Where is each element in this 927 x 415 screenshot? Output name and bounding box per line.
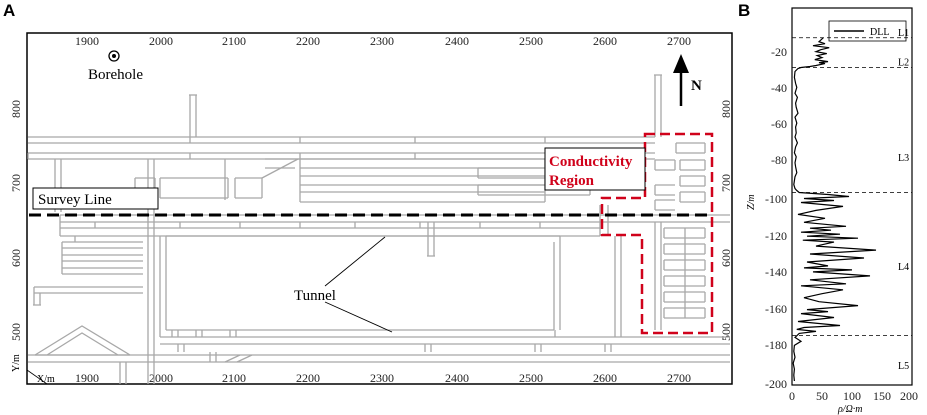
x-tick-1900-top: 1900 bbox=[75, 34, 99, 48]
y-tick-700-left: 700 bbox=[9, 174, 23, 192]
x-tick-2400-top: 2400 bbox=[445, 34, 469, 48]
dll-series-line bbox=[792, 37, 877, 382]
y-tick-800-left: 800 bbox=[9, 100, 23, 118]
log-y-axis-label: Z/m bbox=[746, 194, 757, 210]
corner-divider bbox=[26, 369, 48, 385]
layer-label-l2: L2 bbox=[898, 58, 909, 69]
log-y-tick: -60 bbox=[771, 117, 787, 131]
north-label: N bbox=[691, 78, 702, 94]
map-x-ticks: 1900 2000 2100 2200 2300 2400 2500 2600 … bbox=[75, 34, 691, 385]
log-y-tick: -80 bbox=[771, 153, 787, 167]
layer-label-l1: L1 bbox=[898, 28, 909, 39]
borehole-label: Borehole bbox=[88, 67, 143, 83]
log-y-tick: -100 bbox=[765, 192, 787, 206]
x-tick-2300-bottom: 2300 bbox=[370, 371, 394, 385]
borehole-dot bbox=[112, 54, 116, 58]
layer-label-l4: L4 bbox=[898, 262, 909, 273]
x-tick-2200-top: 2200 bbox=[296, 34, 320, 48]
log-x-tick: 0 bbox=[789, 389, 795, 403]
log-y-tick: -120 bbox=[765, 229, 787, 243]
x-tick-2100-bottom: 2100 bbox=[222, 371, 246, 385]
y-tick-800-right: 800 bbox=[719, 100, 733, 118]
borehole-marker bbox=[108, 50, 120, 62]
panel-a-letter: A bbox=[3, 1, 15, 20]
y-tick-500-right: 500 bbox=[719, 323, 733, 341]
x-tick-2200-bottom: 2200 bbox=[296, 371, 320, 385]
y-tick-600-left: 600 bbox=[9, 249, 23, 267]
tunnel-label: Tunnel bbox=[294, 288, 336, 304]
tunnel-network bbox=[27, 74, 730, 384]
log-y-tick: -200 bbox=[765, 377, 787, 391]
y-tick-700-right: 700 bbox=[719, 174, 733, 192]
y-tick-500-left: 500 bbox=[9, 323, 23, 341]
tunnel-pointer-lower bbox=[324, 301, 393, 333]
log-x-tick: 50 bbox=[816, 389, 828, 403]
x-axis-label: X/m bbox=[37, 374, 55, 385]
x-tick-2600-bottom: 2600 bbox=[593, 371, 617, 385]
x-tick-2500-bottom: 2500 bbox=[519, 371, 543, 385]
layer-label-l3: L3 bbox=[898, 153, 909, 164]
tunnel-pointer-upper bbox=[324, 236, 386, 287]
x-tick-2500-top: 2500 bbox=[519, 34, 543, 48]
x-tick-2000-bottom: 2000 bbox=[149, 371, 173, 385]
log-x-tick: 150 bbox=[873, 389, 891, 403]
north-arrow bbox=[673, 54, 689, 106]
dll-curve bbox=[792, 37, 877, 382]
log-frame bbox=[791, 7, 913, 386]
x-tick-1900-bottom: 1900 bbox=[75, 371, 99, 385]
x-tick-2400-bottom: 2400 bbox=[445, 371, 469, 385]
panel-b-letter: B bbox=[738, 1, 750, 20]
x-tick-2000-top: 2000 bbox=[149, 34, 173, 48]
log-x-tick: 100 bbox=[843, 389, 861, 403]
survey-line-label: Survey Line bbox=[38, 192, 112, 208]
legend-box bbox=[828, 20, 907, 42]
layer-label-l5: L5 bbox=[898, 361, 909, 372]
north-arrow-head-icon bbox=[673, 54, 689, 73]
log-y-tick: -160 bbox=[765, 302, 787, 316]
x-tick-2700-top: 2700 bbox=[667, 34, 691, 48]
legend-label: DLL bbox=[870, 27, 889, 38]
map-panel: 1900 2000 2100 2200 2300 2400 2500 2600 … bbox=[9, 32, 733, 385]
log-y-tick: -140 bbox=[765, 265, 787, 279]
log-y-tick: -180 bbox=[765, 338, 787, 352]
log-x-tick: 200 bbox=[900, 389, 918, 403]
survey-line-label-box bbox=[32, 187, 159, 210]
conductivity-label-line1: Conductivity bbox=[549, 154, 633, 170]
log-y-ticks: -20 -40 -60 -80 -100 -120 -140 -160 -180… bbox=[765, 45, 787, 391]
x-tick-2300-top: 2300 bbox=[370, 34, 394, 48]
conductivity-label-line2: Region bbox=[549, 173, 595, 189]
log-x-axis-label: ρ/Ω·m bbox=[837, 404, 863, 415]
layer-boundaries bbox=[792, 37, 912, 336]
x-tick-2100-top: 2100 bbox=[222, 34, 246, 48]
conductivity-label-box bbox=[544, 147, 646, 191]
y-axis-label: Y/m bbox=[11, 354, 22, 372]
log-y-tick: -20 bbox=[771, 45, 787, 59]
log-x-ticks: 0 50 100 150 200 bbox=[789, 389, 918, 403]
x-tick-2600-top: 2600 bbox=[593, 34, 617, 48]
log-y-tick: -40 bbox=[771, 81, 787, 95]
y-tick-600-right: 600 bbox=[719, 249, 733, 267]
x-tick-2700-bottom: 2700 bbox=[667, 371, 691, 385]
log-panel: -20 -40 -60 -80 -100 -120 -140 -160 -180… bbox=[746, 7, 918, 415]
